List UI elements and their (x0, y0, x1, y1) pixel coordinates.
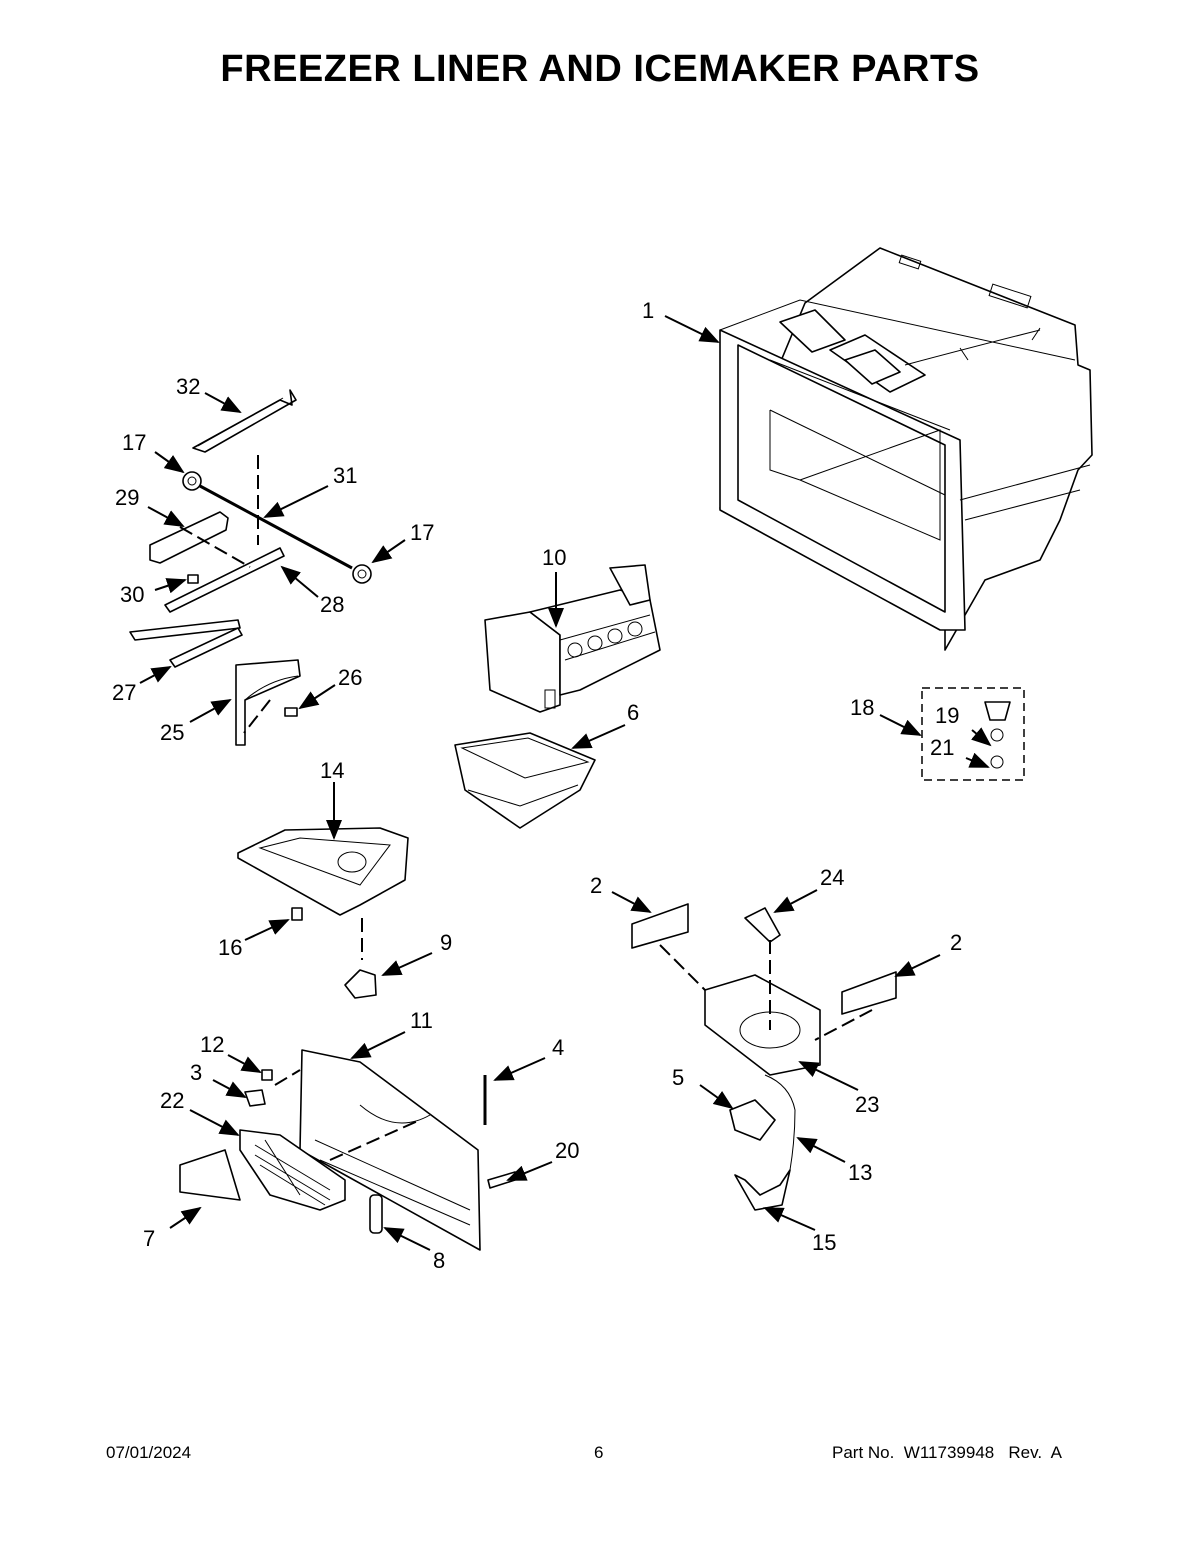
page-title: FREEZER LINER AND ICEMAKER PARTS (220, 48, 980, 90)
leader-lines (139, 315, 992, 1251)
callout-5: 5 (672, 1065, 684, 1090)
callout-11: 11 (410, 1008, 433, 1033)
callout-1: 1 (642, 298, 654, 323)
callout-26: 26 (338, 665, 362, 690)
callout-13: 13 (848, 1160, 872, 1185)
callout-20: 20 (555, 1138, 579, 1163)
callout-23: 23 (855, 1092, 879, 1117)
callout-17a: 17 (122, 430, 146, 455)
footer-date: 07/01/2024 (106, 1443, 192, 1462)
rear-panel (274, 1049, 481, 1251)
screw-12 (261, 1069, 273, 1081)
part-3 (244, 1089, 266, 1107)
callout-labels: 1 32 17 31 29 17 30 28 27 26 25 10 6 18 … (112, 298, 962, 1273)
callout-21: 21 (930, 735, 954, 760)
footer-part-number: Part No. W11739948 Rev. A (832, 1443, 1062, 1462)
callout-7: 7 (143, 1226, 155, 1251)
callout-22: 22 (160, 1088, 184, 1113)
callout-32: 32 (176, 374, 200, 399)
part-7 (179, 1149, 241, 1201)
fan-housing (631, 903, 897, 1211)
callout-12: 12 (200, 1032, 224, 1057)
icemaker (484, 564, 661, 713)
freezer-liner (719, 247, 1093, 651)
callout-30: 30 (120, 582, 144, 607)
callout-10: 10 (542, 545, 566, 570)
rail-assembly (129, 389, 372, 746)
part-20 (487, 1171, 516, 1189)
gear-17-top (182, 471, 202, 491)
callout-4: 4 (552, 1035, 564, 1060)
footer-page-number: 6 (594, 1443, 604, 1462)
callout-2b: 2 (950, 930, 962, 955)
callout-18: 18 (850, 695, 874, 720)
grille (239, 1129, 346, 1211)
upper-housing (237, 827, 409, 960)
callout-15: 15 (812, 1230, 836, 1255)
callout-8: 8 (433, 1248, 445, 1273)
callout-6: 6 (627, 700, 639, 725)
callout-9: 9 (440, 930, 452, 955)
callout-2a: 2 (590, 873, 602, 898)
callout-28: 28 (320, 592, 344, 617)
callout-24: 24 (820, 865, 844, 890)
valve-group (921, 687, 1025, 781)
callout-27: 27 (112, 680, 136, 705)
callout-19: 19 (935, 703, 959, 728)
callout-17b: 17 (410, 520, 434, 545)
part-8 (369, 1194, 383, 1234)
callout-31: 31 (333, 463, 357, 488)
callout-25: 25 (160, 720, 184, 745)
callout-16: 16 (218, 935, 242, 960)
callout-14: 14 (320, 758, 344, 783)
callout-3: 3 (190, 1060, 202, 1085)
part-9 (344, 969, 377, 999)
callout-29: 29 (115, 485, 139, 510)
ice-bucket (454, 732, 596, 829)
